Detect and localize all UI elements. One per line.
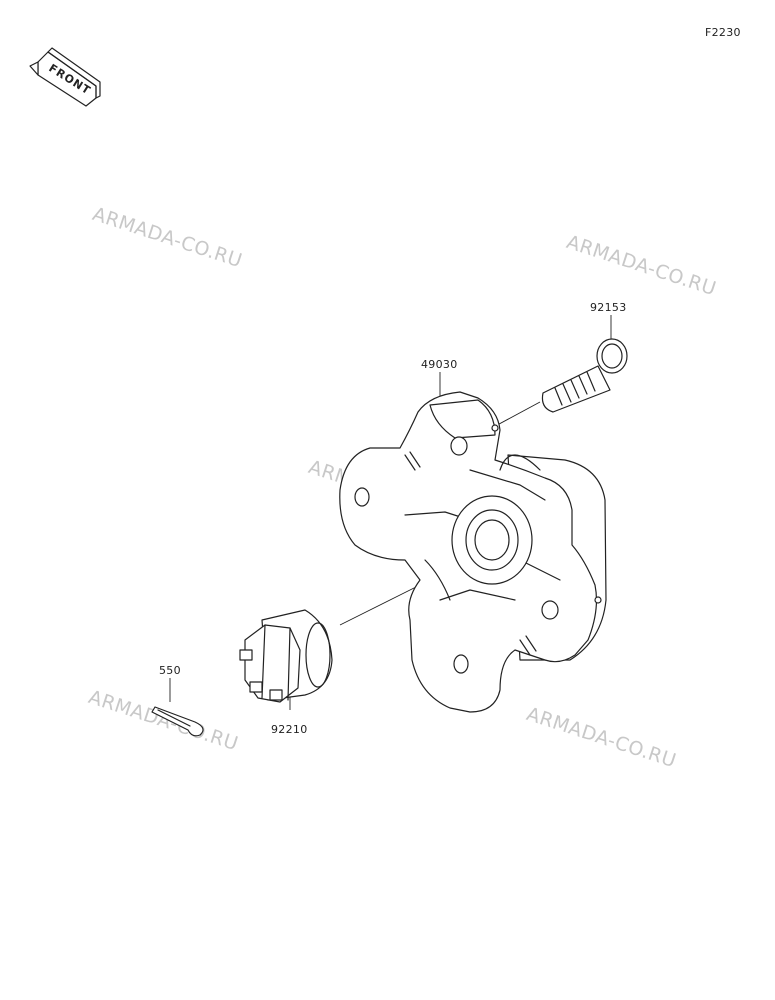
part-number-cotter-pin: 550 <box>159 664 181 677</box>
hub-bolt-part <box>541 338 628 413</box>
part-number-nut: 92210 <box>271 723 308 736</box>
wheel-hub-part <box>339 391 607 713</box>
cotter-pin-part <box>151 706 204 737</box>
part-number-hub: 49030 <box>421 358 458 371</box>
figure-code: F2230 <box>705 26 741 39</box>
part-number-bolt: 92153 <box>590 301 627 314</box>
front-arrow-icon: FRONT <box>29 47 101 107</box>
castle-nut-part <box>239 609 333 703</box>
